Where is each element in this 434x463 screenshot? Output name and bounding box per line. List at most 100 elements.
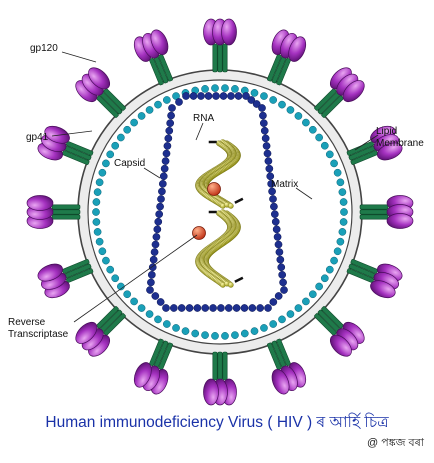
matrix-bead [154,315,162,324]
gp41-stalk [66,268,94,283]
capsid-bead [232,304,241,312]
matrix-bead [338,228,347,236]
matrix-bead [123,125,132,134]
capsid-bead [252,100,261,108]
reverse-transcriptase-leader [73,234,198,323]
gp120-lobe [150,29,169,55]
capsid-bead [189,92,198,100]
matrix-bead [340,208,348,216]
capsid-bead [182,92,190,100]
capsid-label: Capsid [114,158,145,169]
gp41-stalk [158,342,173,370]
matrix-bead [221,84,229,92]
capsid-bead [277,263,286,272]
capsid-bead [217,304,225,312]
capsid-bead [264,157,273,165]
capsid-bead [157,195,165,203]
envelope-spike [267,338,307,395]
gp41-stalk [212,351,218,381]
capsid-bead [278,270,287,279]
gp41-stalk [314,88,337,111]
matrix-bead [221,332,229,340]
matrix-bead [102,159,110,168]
capsid-bead [259,119,268,128]
capsid-bead [227,92,235,100]
matrix-bead [145,310,154,318]
gp41-stalk [222,351,228,381]
rna-strands [195,139,244,288]
gp120-lobe [271,369,290,395]
capsid-bead [167,111,175,120]
reverse-transcriptase-label: Reverse [8,317,46,328]
capsid-layer [146,92,288,312]
gp41-leader [51,130,93,137]
capsid-bead [279,278,287,287]
gp120-lobe [88,67,111,90]
matrix-bead [278,315,286,324]
gp41-stalk [217,351,223,381]
gp41-stalk [346,268,374,283]
gp120-lobe [329,334,352,357]
reverse-transcriptase-label: Transcriptase [8,329,69,340]
capsid-bead [260,126,269,135]
reverse-transcriptase-molecule [192,226,206,240]
gp41-stalk [359,209,389,215]
envelope-spike [133,29,173,86]
matrix-bead [145,106,154,114]
matrix-bead [320,141,329,150]
capsid-bead [209,304,217,312]
matrix-bead [111,274,120,283]
gp120-lobe [221,18,237,46]
gp120-label: gp120 [30,43,58,54]
matrix-label: Matrix [271,179,298,190]
gp41-stalk [212,43,218,73]
matrix-bead [137,304,146,312]
capsid-bead [175,98,183,106]
envelope-spike [37,125,94,165]
capsid-bead [219,92,228,100]
gp41-stalk [62,259,90,274]
matrix-bead [325,265,334,274]
gp41-stalk [350,259,378,274]
lipid-membrane-label: Lipid [376,126,397,137]
capsid-bead [256,304,265,312]
capsid-bead [158,187,166,196]
capsid-bead [268,187,276,196]
capsid-bead [165,126,174,135]
matrix-bead [231,85,239,93]
matrix-bead [92,198,101,206]
capsid-bead [166,119,175,128]
capsid-bead [274,240,283,249]
capsid-bead [248,304,257,312]
capsid-bead [247,96,256,104]
matrix-bead [336,178,345,187]
capsid-bead [259,111,267,120]
envelope-spike [267,29,307,86]
envelope-spike [359,195,414,229]
capsid-bead [265,164,274,173]
capsid-bead [262,142,271,150]
gp120-lobe [133,362,152,388]
gp41-stalk [62,150,90,165]
capsid-bead [162,149,171,158]
gp120-lobe [75,321,98,344]
author-credit: @ পঙ্কজ বৰা [367,437,424,449]
matrix-bead [106,265,115,274]
envelope-spike [37,259,94,299]
matrix-bead [201,85,209,93]
lipid-membrane-leader [354,134,379,151]
gp41-stalk [267,342,282,370]
figure-caption: Human immunodeficiency Virus ( HIV ) ৰ আ… [45,414,389,431]
capsid-bead [152,233,161,241]
gp120-lobe [377,142,403,161]
gp41-label: gp41 [26,132,49,143]
matrix-bead [339,198,348,206]
envelope-spike [346,125,403,165]
matrix-bead [95,237,104,246]
matrix-bead [308,125,317,134]
capsid-bead [160,164,169,173]
matrix-bead [201,331,209,339]
envelope-spike [203,351,237,406]
capsid-bead [156,298,165,306]
matrix-bead [98,247,107,256]
